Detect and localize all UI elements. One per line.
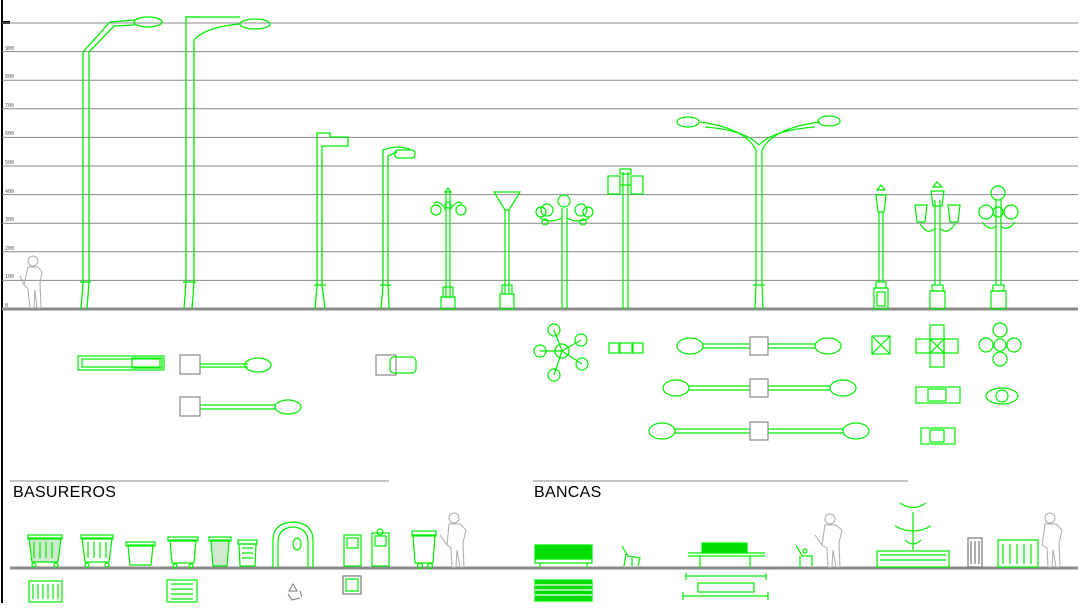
human-figure-bench (814, 513, 843, 568)
scale-tick-label: 900 (5, 45, 15, 52)
bench-3 (795, 544, 813, 568)
human-figure-right (1041, 512, 1063, 568)
scale-tick-label: 600 (5, 131, 15, 138)
bench-2 (685, 542, 767, 580)
scale-tick-label: 700 (5, 102, 15, 109)
scale-tick-label: 0 (5, 303, 9, 309)
bench-section-title: BANCAS (534, 484, 602, 501)
recycle-icon (287, 582, 303, 601)
ornamental-lamp-double (430, 187, 467, 310)
scale-tick-label: 800 (5, 74, 15, 81)
funnel-lamp (492, 191, 522, 310)
trash-bin-9 (411, 530, 437, 570)
plan-view-five-globe (533, 323, 589, 382)
plan-view-lantern (871, 324, 961, 445)
lantern-lamp-single (873, 184, 889, 310)
plan-view-lamp-3 (179, 396, 302, 417)
trash-plan-2 (166, 579, 198, 603)
plan-view-lamp-4 (375, 354, 417, 376)
trash-bin-8 (343, 528, 390, 567)
five-globe-lamp (535, 194, 594, 309)
plan-view-lamp-2 (179, 354, 272, 375)
human-scale-figure (19, 255, 43, 309)
trash-bin-7 (272, 521, 314, 568)
street-lamp-hook (380, 146, 416, 310)
trash-bin-5 (208, 536, 232, 567)
plan-view-lamp-1 (77, 355, 165, 371)
plan-view-globe-cluster (978, 322, 1022, 405)
bench-1 (534, 544, 593, 568)
bench-5 (997, 539, 1039, 568)
scale-tick-label: 400 (5, 188, 15, 195)
scale-tick-label: 200 (5, 245, 15, 252)
double-arm-lamp (676, 115, 841, 310)
trash-bin-4 (167, 536, 199, 569)
bench-plan-1 (534, 579, 593, 602)
twin-box-lamp (607, 168, 644, 309)
bench-side-view (621, 545, 641, 567)
scale-tick-label: 500 (5, 160, 15, 166)
lantern-lamp-triple (914, 181, 961, 310)
street-lamp-tall-2 (183, 16, 271, 310)
trash-plan-1 (28, 580, 63, 603)
fountain (876, 502, 950, 568)
trash-bin-2 (80, 534, 114, 568)
bench-4 (967, 537, 983, 568)
scale-tick-label: 100 (5, 274, 15, 281)
trash-bin-1 (27, 534, 63, 568)
bench-plan-2 (682, 582, 769, 600)
height-guide-lines (2, 22, 1078, 281)
street-lamp-box (314, 132, 349, 310)
human-figure-trash (439, 512, 467, 568)
trash-bin-3 (125, 541, 156, 566)
globe-cluster-lamp (978, 185, 1019, 310)
trash-plan-3 (342, 575, 362, 595)
trash-bin-6 (237, 539, 258, 567)
trash-section-title: BASUREROS (13, 484, 117, 501)
plan-view-twin-box (608, 342, 644, 354)
scale-tick-label: 300 (5, 217, 15, 224)
plan-view-double-arm (648, 336, 870, 441)
street-lamp-tall-1 (80, 16, 163, 310)
